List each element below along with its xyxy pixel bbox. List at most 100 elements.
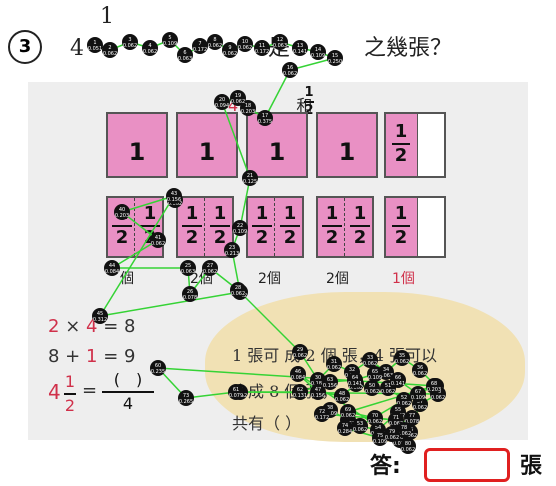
svg-text:32: 32 — [349, 367, 355, 373]
svg-text:0.062: 0.062 — [327, 365, 341, 371]
svg-text:0.062: 0.062 — [368, 419, 382, 425]
fixation-marker: 40.062 — [142, 40, 158, 56]
group-label-1: 個 — [120, 271, 134, 287]
fixation-marker: 450.312 — [92, 308, 108, 324]
svg-text:44: 44 — [109, 263, 115, 269]
svg-text:0.062: 0.062 — [231, 291, 245, 297]
fixation-marker: 140.109 — [310, 44, 326, 60]
fixation-marker: 220.109 — [232, 220, 248, 236]
fixation-marker: 290.062 — [292, 344, 308, 360]
svg-text:53: 53 — [357, 421, 363, 427]
svg-text:0.172: 0.172 — [255, 49, 269, 55]
fixation-marker: 190.062 — [230, 90, 246, 106]
svg-text:0.062: 0.062 — [397, 431, 411, 437]
svg-text:31: 31 — [331, 359, 337, 365]
svg-text:11: 11 — [259, 43, 265, 49]
svg-text:0.062: 0.062 — [208, 43, 222, 49]
svg-text:12: 12 — [277, 37, 283, 43]
fixation-marker: 80.062 — [207, 34, 223, 50]
fixation-marker: 60.063 — [177, 47, 193, 63]
svg-text:0.172: 0.172 — [193, 47, 207, 53]
svg-text:71: 71 — [393, 415, 399, 421]
equation-line-1: 2 × 4 = 8 — [48, 316, 136, 337]
svg-text:0.062: 0.062 — [151, 241, 165, 247]
svg-text:43: 43 — [171, 191, 177, 197]
svg-text:36: 36 — [417, 365, 423, 371]
svg-text:0.062: 0.062 — [431, 395, 445, 401]
svg-text:0.079: 0.079 — [229, 393, 243, 399]
svg-text:17: 17 — [262, 113, 268, 119]
svg-text:0.156: 0.156 — [323, 383, 337, 389]
answer-unit: 張 — [520, 454, 543, 479]
svg-text:22: 22 — [237, 223, 243, 229]
svg-text:1: 1 — [93, 40, 96, 46]
fixation-marker: 280.062 — [230, 282, 246, 298]
svg-text:0.084: 0.084 — [105, 269, 119, 275]
whole-square-1: 1 — [106, 112, 168, 178]
svg-text:45: 45 — [97, 311, 103, 317]
fixation-marker: 680.203 — [426, 378, 442, 394]
svg-text:4: 4 — [148, 43, 151, 49]
svg-text:0.063: 0.063 — [181, 269, 195, 275]
fixation-marker: 500.062 — [364, 380, 380, 396]
svg-text:0.062: 0.062 — [349, 385, 363, 391]
svg-text:0.062: 0.062 — [413, 405, 427, 411]
fixation-marker: 800.062 — [400, 438, 416, 454]
svg-text:50: 50 — [369, 383, 375, 389]
svg-text:0.078: 0.078 — [393, 441, 407, 447]
svg-text:7: 7 — [198, 41, 201, 47]
svg-text:0.203: 0.203 — [241, 109, 255, 115]
svg-text:80: 80 — [405, 441, 411, 447]
svg-text:13: 13 — [297, 43, 303, 49]
svg-text:0.235: 0.235 — [151, 369, 165, 375]
svg-text:33: 33 — [367, 355, 373, 361]
svg-text:19: 19 — [235, 93, 241, 99]
svg-text:0.062: 0.062 — [168, 201, 182, 207]
whole-square-2: 1 — [176, 112, 238, 178]
svg-text:0.062: 0.062 — [335, 397, 349, 403]
svg-text:0.051: 0.051 — [88, 46, 102, 52]
svg-text:0.062: 0.062 — [238, 45, 252, 51]
svg-text:0.312: 0.312 — [93, 317, 107, 323]
svg-text:52: 52 — [401, 395, 407, 401]
svg-text:0.109: 0.109 — [373, 439, 387, 445]
gaze-path-segment — [239, 177, 251, 229]
svg-text:0.062: 0.062 — [341, 413, 355, 419]
svg-text:0.203: 0.203 — [115, 213, 129, 219]
fixation-marker: 530.062 — [352, 418, 368, 434]
svg-text:0.062: 0.062 — [381, 389, 395, 395]
svg-text:0.141: 0.141 — [348, 381, 362, 387]
fixation-marker: 20.062 — [102, 42, 118, 58]
svg-text:54: 54 — [375, 425, 381, 431]
answer-input-box[interactable] — [424, 448, 510, 482]
fixation-marker: 70.172 — [192, 38, 208, 54]
svg-text:70: 70 — [372, 413, 378, 419]
svg-text:35: 35 — [399, 353, 405, 359]
scroll-line-3: 共有（ ） — [232, 414, 302, 433]
fixation-marker: 10.051 — [87, 37, 103, 53]
svg-text:0.141: 0.141 — [293, 49, 307, 55]
svg-text:0.375: 0.375 — [258, 119, 272, 125]
svg-text:0.062: 0.062 — [283, 71, 297, 77]
svg-text:0.062: 0.062 — [223, 51, 237, 57]
fixation-marker: 310.062 — [326, 356, 342, 372]
fixation-marker: 410.062 — [150, 232, 166, 248]
svg-text:0.062: 0.062 — [293, 353, 307, 359]
fixation-marker: 790.062 — [384, 426, 400, 442]
svg-text:0.131: 0.131 — [293, 393, 307, 399]
svg-text:6: 6 — [183, 50, 186, 56]
fixation-marker: 480.062 — [334, 388, 350, 404]
gaze-path-segment — [237, 289, 301, 353]
question-end: 之幾張？ — [364, 36, 453, 61]
fixation-marker: 260.078 — [182, 286, 198, 302]
fixation-marker: 270.062 — [202, 260, 218, 276]
svg-text:67: 67 — [415, 389, 421, 395]
svg-text:34: 34 — [383, 367, 389, 373]
svg-text:2: 2 — [108, 45, 111, 51]
fixation-marker: 640.141 — [347, 372, 363, 388]
